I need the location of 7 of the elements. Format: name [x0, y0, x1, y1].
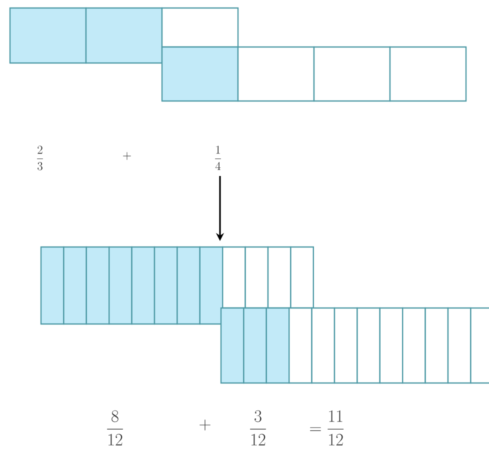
fraction: $=\frac{11}{12}$	[310, 410, 344, 446]
math-symbol: $+$	[200, 420, 210, 430]
fraction: $\frac{2}{3}$	[37, 146, 43, 170]
fraction: $\frac{1}{4}$	[215, 146, 221, 170]
fraction: $\frac{3}{12}$	[250, 410, 266, 446]
fraction: $\frac{8}{12}$	[107, 410, 123, 446]
math-symbol: $+$	[123, 152, 131, 160]
